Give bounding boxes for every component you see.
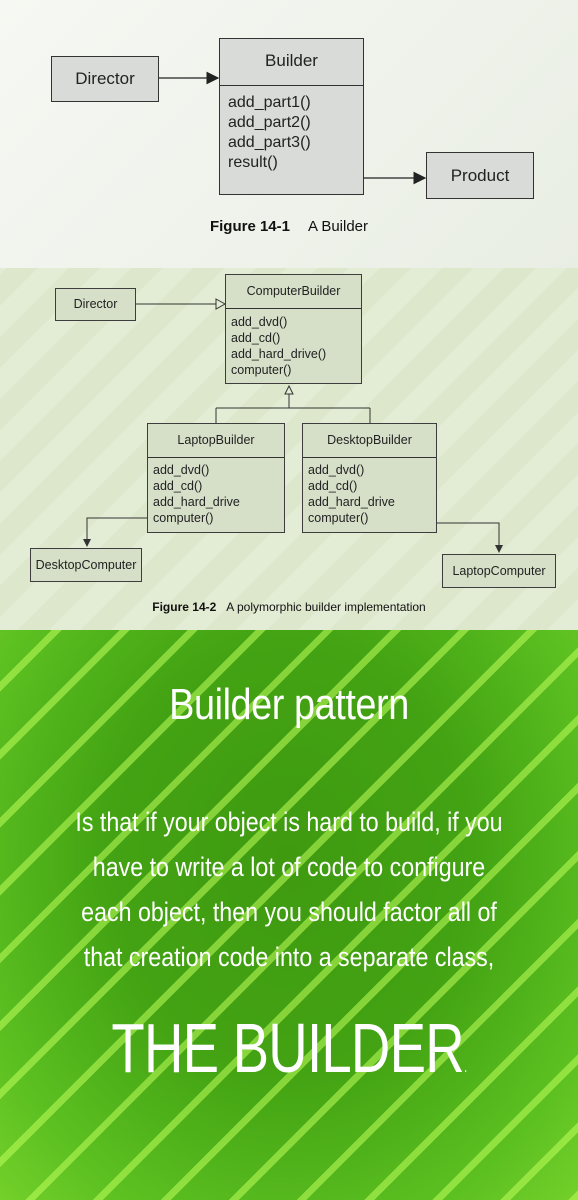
figure-1-caption-number: Figure 14-1: [209, 218, 290, 235]
director-box: Director: [51, 56, 159, 102]
computerbuilder-title: ComputerBuilder: [246, 284, 341, 298]
figure-1-connectors: [159, 71, 427, 185]
builder-class-box: Builder add_part1() add_part2() add_part…: [219, 38, 364, 195]
director-label: Director: [75, 69, 135, 88]
desktopbuilder-class-box: DesktopBuilder add_dvd() add_cd() add_ha…: [302, 423, 437, 533]
computerbuilder-operation: add_dvd(): [231, 315, 288, 329]
builder-operation: add_part3(): [228, 134, 311, 151]
laptopbuilder-operation: add_cd(): [153, 479, 203, 493]
builder-operation: result(): [228, 154, 278, 171]
computerbuilder-operation: add_hard_drive(): [231, 347, 327, 361]
figure-14-1: Director Builder add_part1() add_part2()…: [0, 0, 578, 268]
laptopbuilder-operation: computer(): [153, 511, 214, 525]
builder-title: Builder: [265, 51, 318, 70]
laptopcomputer-box: LaptopComputer: [442, 554, 556, 588]
desktopbuilder-to-laptopcomputer-line: [437, 522, 503, 553]
desktopbuilder-operations: add_dvd() add_cd() add_hard_drive comput…: [308, 462, 395, 526]
poster-big-text-period: .: [463, 1059, 468, 1076]
computerbuilder-divider: [226, 308, 361, 309]
builder-operations: add_part1() add_part2() add_part3() resu…: [228, 93, 311, 173]
builder-operation: add_part1(): [228, 94, 311, 111]
product-label: Product: [450, 166, 510, 185]
poster-headline: Builder pattern: [169, 680, 409, 729]
figure-2-caption-number: Figure 14-2: [152, 600, 217, 614]
laptopbuilder-title: LaptopBuilder: [177, 433, 255, 447]
desktopbuilder-operation: add_hard_drive: [308, 495, 395, 509]
computerbuilder-operations: add_dvd() add_cd() add_hard_drive() comp…: [231, 314, 326, 378]
builder-operation: add_part2(): [228, 114, 311, 131]
figure-2-caption: Figure 14-2 A polymorphic builder impleme…: [0, 600, 578, 614]
computerbuilder-operation: add_cd(): [231, 331, 281, 345]
builder-divider: [220, 85, 363, 86]
desktopbuilder-title: DesktopBuilder: [327, 433, 412, 447]
desktopcomputer-box: DesktopComputer: [30, 548, 142, 582]
figure-1-caption-text: A Builder: [307, 218, 369, 235]
poster-body-text: Is that if your object is hard to build,…: [75, 807, 503, 972]
director-to-computerbuilder-arrowhead: [215, 298, 227, 310]
computerbuilder-class-box: ComputerBuilder add_dvd() add_cd() add_h…: [225, 274, 362, 384]
desktopbuilder-operation: add_cd(): [308, 479, 358, 493]
director-label: Director: [73, 297, 118, 311]
laptopbuilder-to-desktopcomputer-line: [83, 517, 147, 547]
desktopbuilder-operation: add_dvd(): [308, 463, 365, 477]
poster-big-text-main: THE BUILDER: [111, 1009, 464, 1087]
computerbuilder-operation: computer(): [231, 363, 292, 377]
figure-2-connectors: [83, 298, 503, 553]
laptopbuilder-divider: [148, 457, 284, 458]
desktopcomputer-label: DesktopComputer: [35, 558, 137, 572]
poster-big-text: THE BUILDER.: [64, 1008, 515, 1088]
director-box: Director: [55, 288, 136, 321]
laptopbuilder-operation: add_dvd(): [153, 463, 210, 477]
product-box: Product: [426, 152, 534, 199]
laptopbuilder-operation: add_hard_drive: [153, 495, 240, 509]
figure-14-2: Director ComputerBuilder add_dvd() add_c…: [0, 268, 578, 630]
inheritance-triangle: [284, 384, 294, 395]
desktopbuilder-operation: computer(): [308, 511, 369, 525]
figure-2-caption-text: A polymorphic builder implementation: [226, 600, 426, 614]
figure-1-caption: Figure 14-1 A Builder: [0, 218, 578, 235]
laptopbuilder-class-box: LaptopBuilder add_dvd() add_cd() add_har…: [147, 423, 285, 533]
builder-pattern-poster: Builder pattern Is that if your object i…: [0, 630, 578, 1200]
desktopbuilder-divider: [303, 457, 436, 458]
laptopcomputer-label: LaptopComputer: [452, 564, 546, 578]
laptopbuilder-operations: add_dvd() add_cd() add_hard_drive comput…: [153, 462, 240, 526]
